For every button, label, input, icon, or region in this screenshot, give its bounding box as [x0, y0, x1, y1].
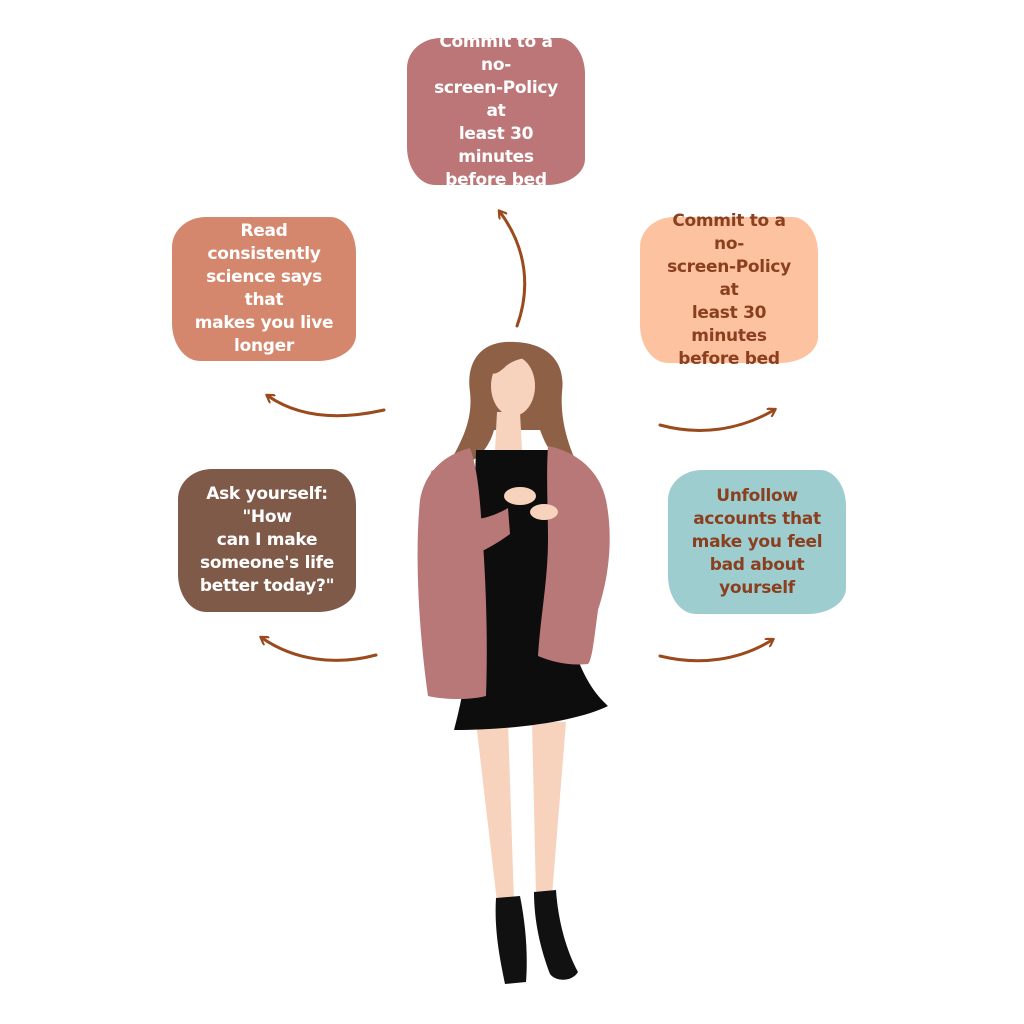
bubble-right-lower-line-3: make you feel	[691, 531, 823, 552]
bubble-right-lower: Unfollow accounts that make you feel bad…	[668, 470, 846, 614]
face	[491, 356, 535, 416]
bubble-right-upper-line-2: screen-Policy at	[667, 256, 791, 300]
bubble-left-lower: Ask yourself: "How can I make someone's …	[178, 469, 356, 612]
hair-front	[490, 343, 540, 374]
bubble-right-upper-line-3: least 30 minutes	[691, 302, 767, 346]
right-boot	[534, 890, 578, 980]
bubble-left-upper-line-4: makes you live	[194, 313, 334, 333]
arrow-to-left-upper	[268, 396, 386, 418]
right-leg	[532, 722, 566, 896]
bubble-top-line-1: Commit to a no-	[439, 32, 553, 75]
bubble-top-line-3: least 30 minutes	[458, 124, 534, 167]
bubble-left-lower-line-3: someone's life	[200, 553, 334, 573]
bubble-left-upper-line-3: science says that	[206, 267, 322, 310]
bubble-right-lower-line-5: yourself	[719, 577, 795, 598]
bubble-top-line-2: screen-Policy at	[434, 78, 558, 121]
bubble-left-lower-line-4: better today?"	[199, 576, 335, 596]
left-sleeve	[422, 470, 510, 562]
bubble-left-lower-line-2: can I make	[216, 530, 318, 550]
bubble-left-upper-line-2: consistently	[207, 244, 321, 264]
right-hand	[530, 504, 558, 520]
bubble-top-line-4: before bed	[445, 170, 547, 190]
bubble-top: Commit to a no- screen-Policy at least 3…	[407, 32, 585, 190]
bubble-right-lower-line-1: Unfollow	[716, 485, 798, 506]
bubble-right-upper-line-1: Commit to a no-	[672, 210, 786, 254]
arrow-to-top	[500, 212, 527, 328]
bubble-left-upper: Read consistently science says that make…	[172, 217, 356, 361]
bubble-left-lower-line-1: Ask yourself: "How	[206, 484, 328, 527]
bubble-left-upper-line-1: Read	[240, 221, 288, 241]
bubble-right-lower-line-4: bad about	[709, 554, 805, 575]
bubble-right-upper: Commit to a no- screen-Policy at least 3…	[640, 211, 818, 369]
bubble-right-lower-line-2: accounts that	[693, 508, 821, 529]
arrow-to-right-upper	[658, 410, 774, 432]
arrow-to-left-lower	[262, 638, 378, 662]
left-hand	[504, 487, 536, 505]
arrow-to-right-lower	[658, 640, 772, 663]
bubble-right-upper-line-4: before bed	[678, 348, 780, 369]
left-boot	[495, 896, 527, 984]
left-leg	[476, 722, 514, 902]
neck	[495, 412, 522, 450]
bubble-left-upper-line-5: longer	[234, 336, 294, 356]
right-sleeve	[550, 470, 607, 561]
